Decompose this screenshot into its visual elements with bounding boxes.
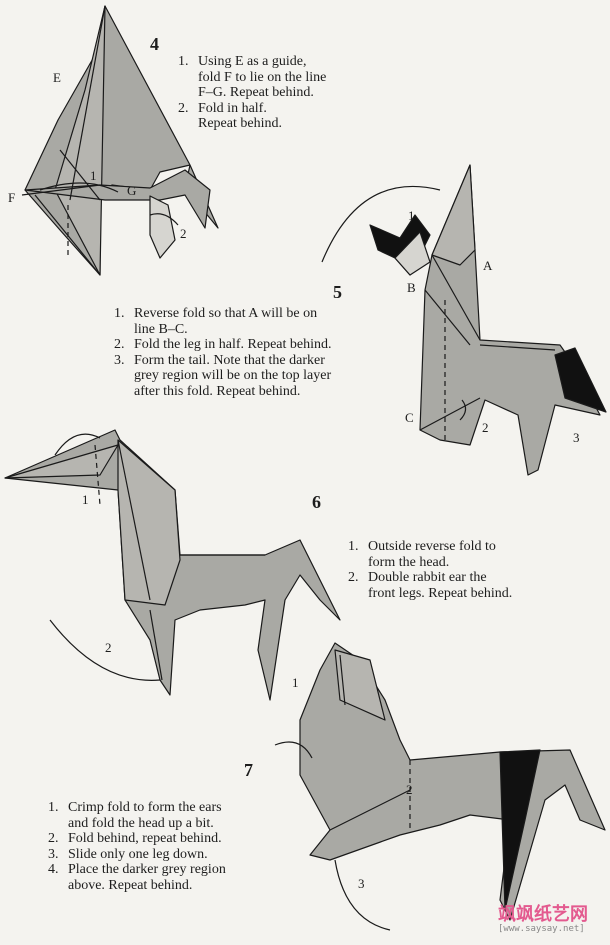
step-6-arrow-2: 2: [105, 640, 112, 655]
instruction-item: 1. Using E as a guide, fold F to lie on …: [178, 54, 326, 101]
step-4-number: 4: [150, 34, 159, 54]
instruction-item: 1. Outside reverse fold to form the head…: [348, 539, 512, 570]
instruction-line: Fold in half.: [198, 100, 267, 116]
step-4-instructions: 1. Using E as a guide, fold F to lie on …: [178, 54, 326, 132]
instruction-item: 2. Fold the leg in half. Repeat behind.: [114, 337, 332, 353]
instruction-number: 3.: [48, 846, 59, 862]
step-4-arrow-2: 2: [180, 226, 187, 241]
step-5-label-a: A: [483, 258, 493, 273]
instruction-line: Crimp fold to form the ears: [68, 800, 222, 815]
instruction-item: 3. Slide only one leg down.: [48, 847, 226, 863]
instruction-line: Double rabbit ear the: [368, 570, 487, 585]
step-6-number: 6: [312, 492, 321, 512]
instruction-item: 2. Fold behind, repeat behind.: [48, 831, 226, 847]
instruction-line: Fold the leg in half. Repeat behind.: [134, 337, 332, 352]
instruction-line: grey region will be on the top layer: [134, 368, 332, 383]
instruction-line: above. Repeat behind.: [68, 877, 193, 893]
step-4-figure: [21, 5, 219, 276]
instruction-number: 1.: [348, 539, 359, 554]
instruction-line: after this fold. Repeat behind.: [134, 383, 301, 399]
step-5-arrow-2: 2: [482, 420, 489, 435]
step-7-arrow-3: 3: [358, 876, 365, 891]
step-5-number: 5: [333, 282, 342, 302]
instruction-item: 1. Crimp fold to form the ears and fold …: [48, 800, 226, 831]
step-6-figure: [4, 429, 341, 701]
instruction-number: 2.: [178, 100, 189, 116]
instruction-item: 3. Form the tail. Note that the darker g…: [114, 353, 332, 400]
instruction-number: 1.: [114, 306, 125, 321]
step-4-label-g: G: [127, 183, 137, 198]
step-5-arrow-1: 1: [408, 208, 415, 223]
step-5-label-c: C: [405, 410, 414, 425]
instruction-line: Using E as a guide,: [198, 54, 307, 69]
instruction-number: 2.: [48, 831, 59, 846]
step-7-figure: [274, 642, 606, 931]
step-4-arrow-1: 1: [90, 168, 97, 183]
instruction-item: 2. Double rabbit ear the front legs. Rep…: [348, 570, 512, 601]
instruction-line: fold F to lie on the line: [198, 69, 327, 85]
step-7-instructions: 1. Crimp fold to form the ears and fold …: [48, 800, 226, 893]
instruction-line: front legs. Repeat behind.: [368, 585, 513, 601]
instruction-item: 2. Fold in half. Repeat behind.: [178, 101, 326, 132]
watermark-site-name: 飒飒纸艺网: [498, 904, 588, 925]
step-6-instructions: 1. Outside reverse fold to form the head…: [348, 539, 512, 601]
instruction-line: Form the tail. Note that the darker: [134, 352, 325, 368]
watermark-url: [www.saysay.net]: [498, 924, 585, 934]
instruction-line: form the head.: [368, 554, 450, 570]
instruction-number: 1.: [178, 54, 189, 69]
instruction-item: 4. Place the darker grey region above. R…: [48, 862, 226, 893]
step-7-number: 7: [244, 760, 253, 780]
instruction-number: 2.: [114, 337, 125, 352]
instruction-line: Slide only one leg down.: [68, 846, 208, 862]
instruction-line: and fold the head up a bit.: [68, 815, 214, 831]
instruction-line: Reverse fold so that A will be on: [134, 306, 318, 321]
step-5-label-b: B: [407, 280, 416, 295]
step-5-arrow-3: 3: [573, 430, 580, 445]
step-7-arrow-1: 1: [292, 675, 299, 690]
instruction-number: 3.: [114, 352, 125, 368]
instruction-line: F–G. Repeat behind.: [198, 85, 314, 100]
instruction-line: Repeat behind.: [198, 116, 282, 131]
instruction-line: Place the darker grey region: [68, 862, 226, 877]
instruction-number: 1.: [48, 800, 59, 815]
instruction-number: 2.: [348, 570, 359, 585]
instruction-line: Fold behind, repeat behind.: [68, 831, 222, 846]
instruction-line: line B–C.: [134, 321, 188, 337]
instruction-line: Outside reverse fold to: [368, 539, 496, 554]
instruction-item: 1. Reverse fold so that A will be on lin…: [114, 306, 332, 337]
step-7-arrow-2: 2: [406, 782, 413, 797]
step-6-arrow-1: 1: [82, 492, 89, 507]
step-5-figure: [321, 164, 607, 476]
step-4-label-e: E: [53, 70, 61, 85]
step-4-label-f: F: [8, 190, 16, 205]
step-5-instructions: 1. Reverse fold so that A will be on lin…: [114, 306, 332, 399]
instruction-number: 4.: [48, 862, 59, 877]
